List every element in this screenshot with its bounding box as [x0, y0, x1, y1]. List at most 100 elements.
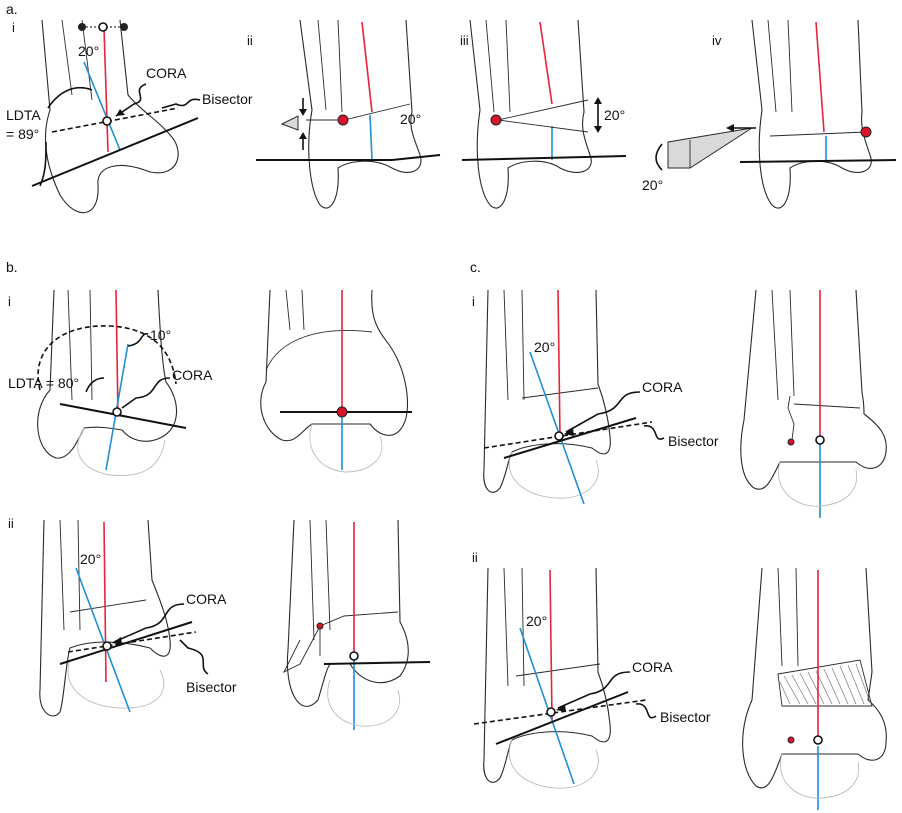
tibia-outline [469, 19, 592, 209]
bisector-arrow [179, 639, 209, 675]
hinge-point [337, 114, 349, 126]
joint-line [31, 117, 199, 187]
hinge-point [316, 622, 324, 630]
anatomic-axis-line [105, 343, 129, 471]
reference-point [78, 23, 86, 31]
osteotomy-cut-line [769, 131, 867, 137]
subpanel-b-i-label: i [8, 294, 11, 309]
angle-arc-arrow [655, 143, 663, 171]
joint-line [323, 661, 431, 665]
subpanel-a-ii-label: ii [247, 33, 253, 48]
joint-line [503, 417, 637, 459]
angle-label: 10° [150, 327, 171, 343]
panel-c-i: i 20° CORA Bisector [472, 289, 719, 505]
osteotomy-cut-line [515, 663, 601, 677]
panel-b-i-result [260, 289, 412, 473]
anatomic-axis-line [369, 114, 373, 161]
panel-a-ii: ii 20° [247, 19, 441, 209]
tibia-outline [740, 289, 887, 490]
joint-line [59, 403, 187, 429]
fibula-outline [767, 19, 793, 113]
cora-arrow [565, 391, 641, 433]
joint-line [391, 154, 441, 161]
subpanel-a-iv-label: iv [712, 33, 722, 48]
talus-outline [327, 679, 400, 727]
fibula-outline [61, 19, 93, 101]
subpanel-a-i-label: i [12, 20, 15, 35]
bone-graft-outline [777, 659, 873, 707]
hinge-point [860, 126, 872, 138]
arrowhead [299, 109, 307, 116]
cora-label: CORA [172, 367, 213, 383]
arrowhead [116, 109, 125, 116]
tibia-outline [37, 289, 178, 459]
panel-b-ii-result [282, 519, 431, 730]
hinge-point [787, 736, 795, 744]
subpanel-c-i-label: i [472, 294, 475, 309]
fibula-outline [777, 567, 799, 667]
cora-label: CORA [642, 379, 683, 395]
bisector-line [51, 107, 179, 133]
tibia-outline [483, 567, 611, 783]
osteotomy-fragment-outline [282, 611, 399, 674]
mechanical-axis-line [557, 289, 561, 437]
panel-c-ii: ii 20° CORA Bisector [472, 550, 711, 789]
cora-point [102, 641, 112, 651]
talus-outline [508, 739, 599, 789]
reference-point-open [98, 22, 108, 32]
tibia-outline [39, 519, 171, 717]
bone-graft-hatch [777, 659, 873, 707]
cora-label: CORA [146, 65, 187, 81]
bisector-arrow [161, 98, 201, 109]
ldta-arc-arrow-top [47, 86, 93, 109]
cora-arrow [115, 83, 147, 117]
talus-outline [77, 427, 166, 477]
panel-a-label: a. [6, 1, 18, 17]
fibula-outline [503, 289, 525, 401]
angle-label: 20° [526, 613, 547, 629]
mechanical-axis-line [539, 21, 553, 105]
mechanical-axis-line [549, 569, 553, 721]
osteotomy-cut-line [306, 103, 411, 121]
bisector-line [67, 631, 197, 653]
panel-a-i: i 20° CORA Bisector LDTA = 89° [6, 19, 253, 214]
tibia-outline [483, 289, 611, 493]
ldta-value-label: = 89° [6, 126, 39, 142]
arrowhead [564, 428, 574, 436]
tibia-outline [286, 519, 409, 707]
angle-label: 20° [400, 111, 421, 127]
angle-label: 20° [642, 177, 663, 193]
panel-c-label: c. [470, 259, 481, 275]
bisector-arrow [635, 703, 657, 719]
ldta-label: LDTA = 80° [8, 375, 79, 391]
wedge-icon [280, 115, 299, 131]
panel-b-ii: ii 20° CORA Bisector [8, 516, 237, 717]
arrowhead [556, 704, 566, 712]
osteotomy-cut-line [793, 403, 861, 409]
anatomic-axis-line [75, 567, 131, 713]
fibula-outline [285, 289, 305, 331]
tibia-outline [260, 289, 408, 442]
bisector-arrow [643, 425, 665, 440]
bisector-label: Bisector [186, 679, 237, 695]
anatomic-axis-line [529, 351, 585, 505]
talus-outline [67, 659, 165, 709]
panel-b-label: b. [6, 259, 18, 275]
cora-arrow [121, 377, 171, 409]
anatomic-axis-line [519, 627, 575, 785]
arrowhead [726, 124, 734, 132]
hinge-point [490, 114, 502, 126]
angle-label: 20° [80, 551, 101, 567]
fibula-outline [67, 289, 93, 401]
joint-line [495, 691, 629, 745]
talus-outline [508, 451, 599, 499]
cora-arrow [557, 671, 631, 709]
bone-graft-hatching [779, 663, 871, 705]
osteotomy-cut-line-open [497, 119, 589, 133]
cora-point [546, 707, 556, 717]
angle-arrow [127, 333, 149, 347]
cora-point [349, 651, 359, 661]
panel-a-iv: iv 20° [642, 19, 897, 209]
fibula-outline [317, 19, 343, 113]
